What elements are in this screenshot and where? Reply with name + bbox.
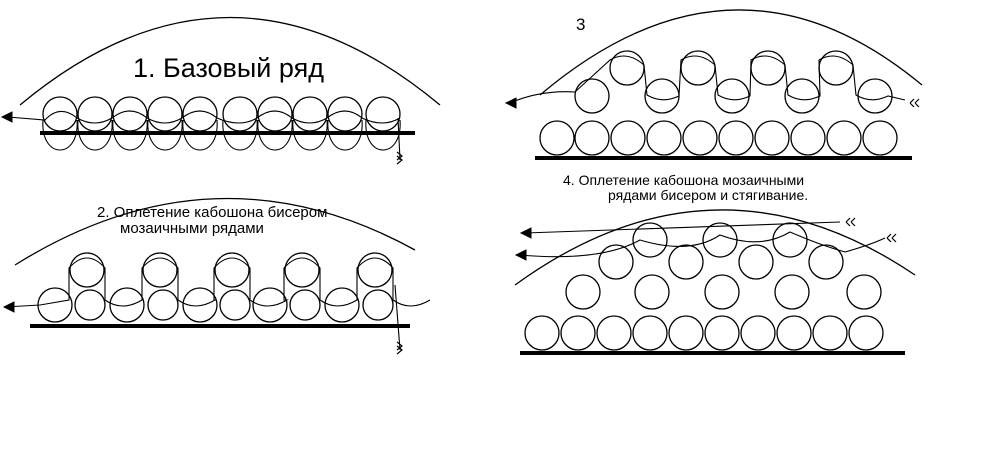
panel-4-bead-row3 (598, 244, 634, 280)
panel-3-thread-tail (909, 98, 920, 108)
panel-1-bead (327, 96, 363, 132)
panel-4-cabochon-arc (514, 209, 916, 286)
panel-3-bead-row1 (610, 120, 646, 156)
panel-4-thread-tail-lower (886, 233, 897, 243)
panel-1-cabochon-arc (19, 17, 441, 106)
panel-4-thread-top (524, 221, 841, 234)
panel-2-bead-lower (289, 289, 321, 321)
panel-2-thread (4, 257, 431, 308)
panel-3-bead-row1 (790, 120, 826, 156)
panel-3-bead-row1 (862, 120, 898, 156)
panel-2-thread-tail (396, 341, 403, 355)
panel-1-bead (257, 96, 293, 132)
panel-4-bead-row1 (704, 315, 740, 351)
panel-1-thread-end (397, 117, 401, 161)
panel-1-thread-tail (396, 151, 403, 165)
panel-4-arrow-head-lower (514, 249, 527, 261)
panel-1-thread-loops (42, 119, 401, 151)
panel-3-bead-row1 (754, 120, 790, 156)
panel-2-cabochon-arc (14, 197, 416, 266)
panel-1-bead (365, 96, 401, 132)
panel-1-title: 1. Базовый ряд (133, 53, 324, 83)
panel-3-arrow-head (504, 97, 517, 109)
panel-1-bead (182, 96, 218, 132)
panel-2-bead-upper (142, 252, 178, 288)
panel-3-bead-row1 (646, 120, 682, 156)
panel-4-thread-lower (519, 231, 886, 258)
panel-1-thread (7, 110, 401, 124)
panel-2-bead-lower (147, 289, 179, 321)
panel-4-bead-row2 (565, 274, 601, 310)
panel-3-thread (509, 55, 906, 104)
panel-3-bead-mid (574, 78, 610, 114)
panel-1-bead (292, 96, 328, 132)
panel-2-bead-upper (69, 252, 105, 288)
panel-4-bead-row2 (704, 274, 740, 310)
panel-2-bead-lower (182, 287, 218, 323)
panel-4-bead-row1 (668, 315, 704, 351)
panel-4-bead-row2 (634, 274, 670, 310)
panel-2-title-line1: 2. Оплетение кабошона бисером (97, 204, 328, 221)
panel-4-arrow-head-top (519, 227, 532, 239)
panel-4-bead-row4 (632, 222, 668, 258)
panel-4-bead-row2 (774, 274, 810, 310)
panel-4-bead-row3 (738, 244, 774, 280)
panel-2-bead-upper (214, 252, 250, 288)
panel-4-bead-row1 (740, 315, 776, 351)
panel-3-bead-row1 (682, 120, 718, 156)
panel-4-bead-row2 (846, 274, 882, 310)
panel-2-bead-lower (219, 289, 251, 321)
panel-3-bead-mid (644, 78, 680, 114)
panel-2-title-line2: мозаичными рядами (120, 220, 264, 237)
panel-3-bead-row1 (539, 120, 575, 156)
panel-4-title-line2: рядами бисером и стягивание. (608, 187, 809, 203)
panel-1-bead (42, 96, 78, 132)
panel-2-bead-lower (109, 287, 145, 323)
panel-2-thread-end (394, 284, 401, 351)
panel-2-arrow-head (2, 301, 15, 313)
panel-2-bead-upper (357, 252, 393, 288)
panel-3-bead-row1 (574, 120, 610, 156)
panel-4-bead-row3 (668, 244, 704, 280)
panel-4-title-line1: 4. Оплетение кабошона мозаичными (563, 172, 805, 188)
panel-3-bead-row1 (718, 120, 754, 156)
panel-4-bead-row1 (812, 315, 848, 351)
panel-3-cabochon-arc (539, 9, 923, 96)
panel-2-bead-upper (284, 252, 320, 288)
panel-4-bead-row4 (772, 222, 808, 258)
panel-2-bead-lower (362, 289, 394, 321)
panel-3-title: 3 (576, 15, 586, 34)
panel-2-bead-lower (74, 289, 106, 321)
panel-4-bead-row1 (560, 315, 596, 351)
panel-1-bead (222, 96, 258, 132)
panel-2-bead-lower (252, 287, 288, 323)
panel-1-bead (147, 96, 183, 132)
panel-2-bead-lower (324, 287, 360, 323)
panel-4-bead-row1 (632, 315, 668, 351)
panel-1-bead (77, 96, 113, 132)
panel-4-bead-row1 (596, 315, 632, 351)
panel-3-bead-row1 (826, 120, 862, 156)
panel-4-bead-row3 (808, 244, 844, 280)
panel-1-arrow-head (0, 111, 13, 123)
panel-4-bead-row1 (848, 315, 884, 351)
panel-4-bead-row1 (776, 315, 812, 351)
panel-1-bead (112, 96, 148, 132)
panel-4-thread-tail-top (845, 217, 856, 227)
panel-4-bead-row4 (702, 222, 738, 258)
panel-4-bead-row1 (524, 315, 560, 351)
